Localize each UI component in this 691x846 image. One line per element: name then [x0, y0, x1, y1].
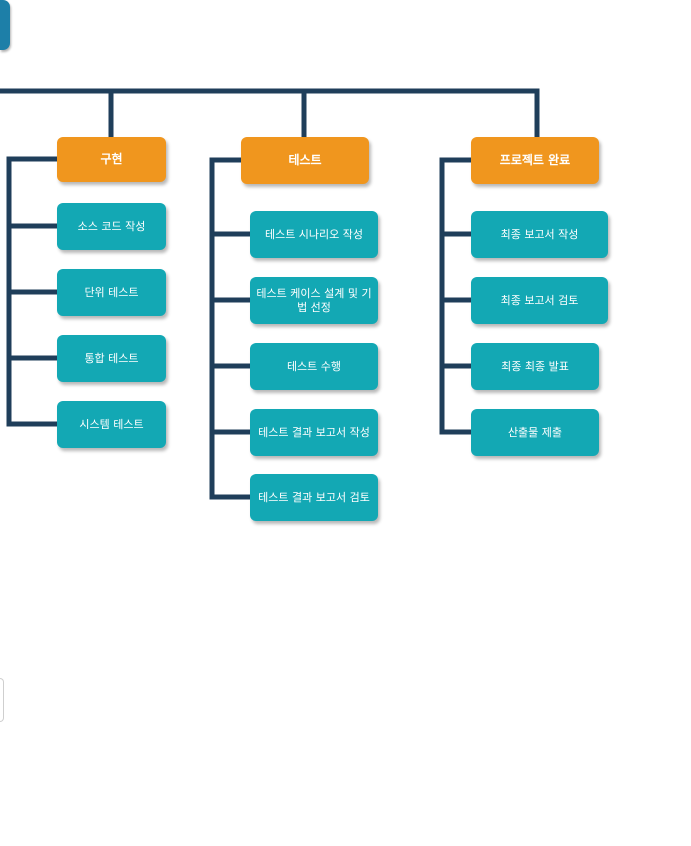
task-node[interactable]: 통합 테스트 [57, 335, 166, 382]
task-node[interactable]: 시스템 테스트 [57, 401, 166, 448]
task-node[interactable]: 테스트 결과 보고서 검토 [250, 474, 378, 521]
task-node[interactable]: 최종 보고서 검토 [471, 277, 608, 324]
phase-node-implementation[interactable]: 구현 [57, 137, 166, 182]
task-node[interactable]: 단위 테스트 [57, 269, 166, 316]
task-node[interactable]: 테스트 케이스 설계 및 기법 선정 [250, 277, 378, 324]
task-node[interactable]: 테스트 시나리오 작성 [250, 211, 378, 258]
task-node[interactable]: 최종 최종 발표 [471, 343, 599, 390]
task-node[interactable]: 테스트 결과 보고서 작성 [250, 409, 378, 456]
task-node[interactable]: 최종 보고서 작성 [471, 211, 608, 258]
phase-node-test[interactable]: 테스트 [241, 137, 369, 184]
task-node[interactable]: 산출물 제출 [471, 409, 599, 456]
phase-node-project-completion[interactable]: 프로젝트 완료 [471, 137, 599, 184]
task-node[interactable]: 테스트 수행 [250, 343, 378, 390]
task-node[interactable]: 소스 코드 작성 [57, 203, 166, 250]
clipped-bottom-node [0, 678, 4, 722]
clipped-root-node [0, 0, 10, 50]
